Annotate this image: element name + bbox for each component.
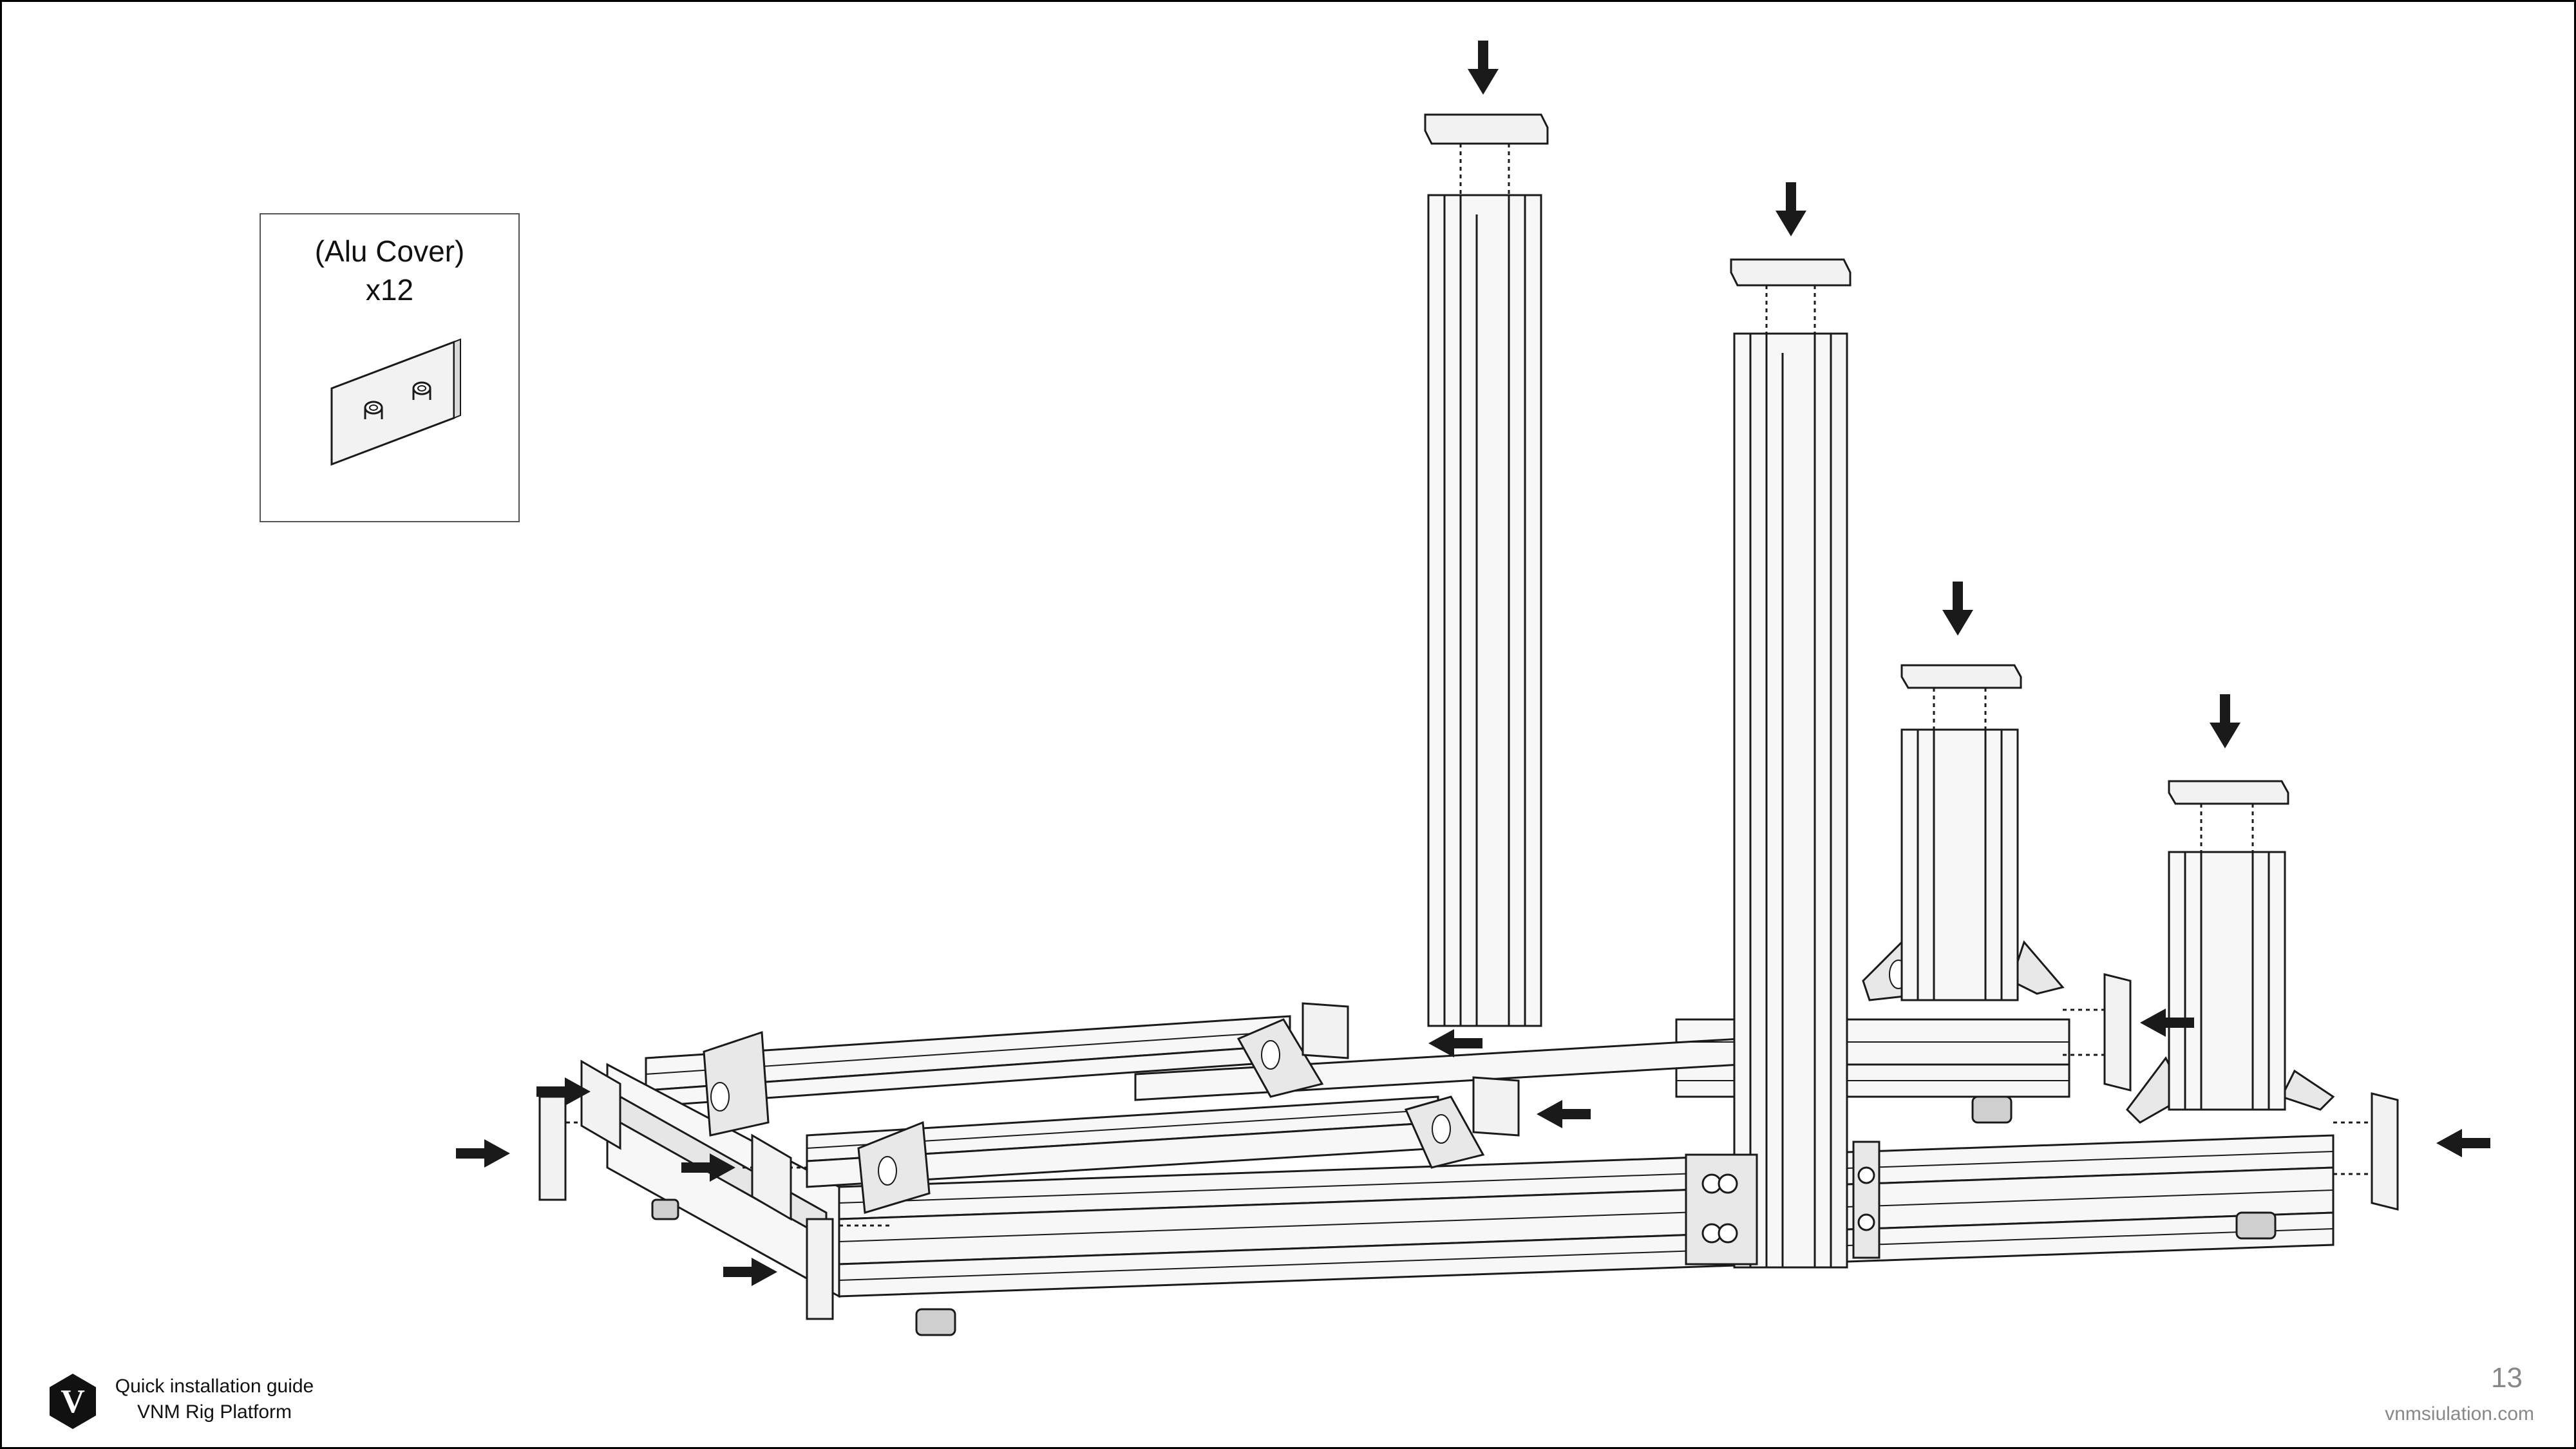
side-covers: [538, 973, 2399, 1320]
tall-upright-left: [1427, 194, 1542, 1027]
page-number: 13: [2491, 1362, 2523, 1394]
footer-guide-title: Quick installation guide VNM Rig Platfor…: [111, 1374, 317, 1425]
base-frame-grooves: [645, 1030, 2334, 1281]
top-covers: [1424, 113, 2289, 805]
part-name: (Alu Cover): [314, 234, 465, 268]
feet: [651, 1095, 2277, 1336]
logo-letter: V: [61, 1383, 85, 1420]
front-corner-plates: [1685, 1141, 1880, 1265]
short-upright-front: [2168, 851, 2286, 1111]
hexagon-v-logo: V: [50, 1374, 96, 1429]
part-callout-box: (Alu Cover) x12: [260, 213, 520, 522]
part-quantity: x12: [365, 273, 414, 307]
guide-line1: Quick installation guide: [115, 1376, 314, 1397]
short-upright-back: [1900, 728, 2019, 1001]
alu-cover-part-illustration: [330, 338, 461, 466]
website-link[interactable]: vnmsiulation.com: [2385, 1403, 2534, 1425]
guide-line2: VNM Rig Platform: [137, 1401, 292, 1423]
tall-upright-front: [1733, 332, 1848, 1269]
